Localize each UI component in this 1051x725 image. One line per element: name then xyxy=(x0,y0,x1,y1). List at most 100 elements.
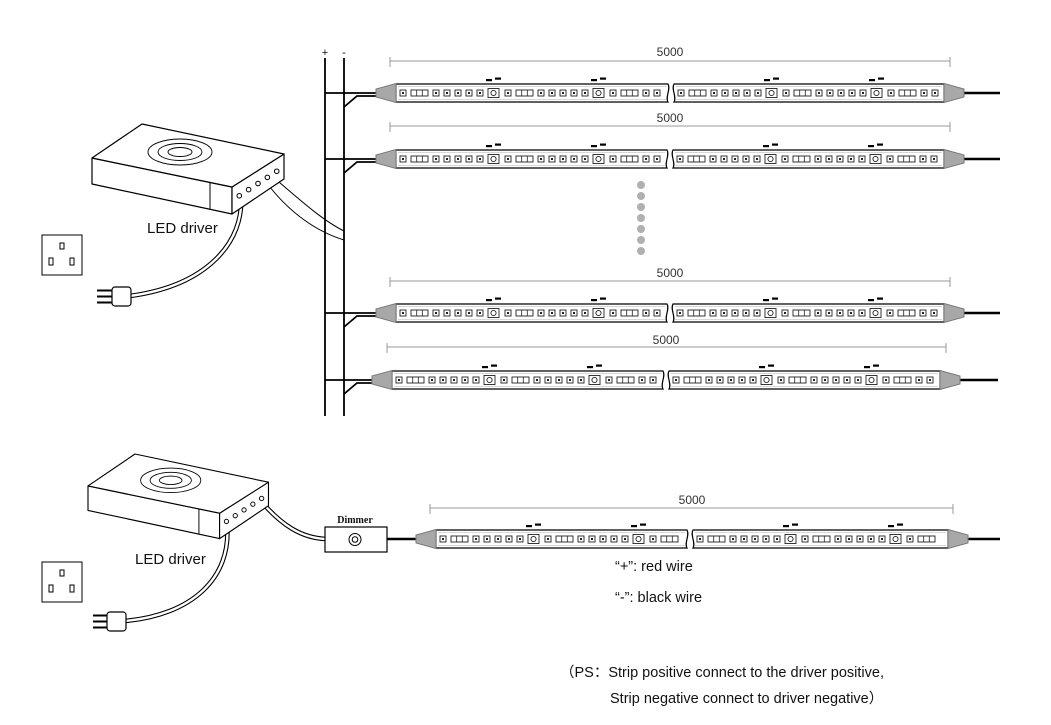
resistor-pad xyxy=(632,534,645,544)
resistor-bar xyxy=(495,297,501,300)
resistor-pad xyxy=(870,88,883,98)
resistor-mark xyxy=(872,309,879,317)
led-driver-label: LED driver xyxy=(135,551,206,568)
led-chip-die xyxy=(712,158,714,160)
socket-hole xyxy=(69,584,75,593)
strip-end-cap-right xyxy=(943,82,965,104)
resistor-bar xyxy=(600,297,606,300)
resistor-bar xyxy=(495,143,501,146)
dimmer-knob-center xyxy=(351,536,359,543)
led-chip-die xyxy=(679,158,681,160)
led-chip-die xyxy=(551,92,553,94)
power-plug xyxy=(93,611,127,632)
resistor-bar xyxy=(768,364,774,367)
led-chip-die xyxy=(507,158,509,160)
resistor-mark xyxy=(635,535,642,543)
resistor-mark xyxy=(767,309,774,317)
led-chip-die xyxy=(652,538,654,540)
resistor-pad xyxy=(487,154,500,164)
led-chip-die xyxy=(828,158,830,160)
driver-output-cable xyxy=(271,175,345,232)
strip-end-cap-right xyxy=(939,369,961,391)
led-chip-die xyxy=(612,92,614,94)
led-chip-die xyxy=(507,92,509,94)
led-chip-die xyxy=(745,312,747,314)
led-chip-die xyxy=(612,312,614,314)
resistor-bar xyxy=(596,364,602,367)
ic-chip xyxy=(897,155,916,163)
ic-chip xyxy=(898,89,917,97)
led-chip-die xyxy=(780,379,782,381)
driver-logo-ring xyxy=(157,143,203,161)
resistor-pad xyxy=(889,534,902,544)
ellipsis-dot xyxy=(637,192,645,200)
resistor-bar xyxy=(764,79,770,82)
strip-length-label: 5000 xyxy=(657,45,684,59)
led-chip-die xyxy=(446,92,448,94)
ic-chip xyxy=(410,309,429,317)
wall-socket xyxy=(41,561,83,603)
plug-body xyxy=(106,611,127,632)
led-chip-die xyxy=(446,312,448,314)
ic-chip xyxy=(406,376,425,384)
resistor-mark xyxy=(873,89,880,97)
ic-chip xyxy=(511,376,530,384)
resistor-mark xyxy=(490,155,497,163)
negative-branch-wire xyxy=(343,161,376,174)
led-chip-die xyxy=(442,379,444,381)
led-chip-die xyxy=(457,158,459,160)
legend-positive-wire: “+”: red wire xyxy=(615,559,693,575)
led-chip-die xyxy=(398,379,400,381)
led-chip-die xyxy=(918,379,920,381)
resistor-mark xyxy=(768,89,775,97)
led-chip-die xyxy=(757,92,759,94)
led-chip-die xyxy=(765,538,767,540)
led-chip-die xyxy=(708,379,710,381)
led-chip-die xyxy=(519,538,521,540)
ic-chip xyxy=(515,155,534,163)
led-chip-die xyxy=(839,312,841,314)
dimmer-knob xyxy=(348,533,362,546)
led-chip-die xyxy=(723,312,725,314)
resistor-mark xyxy=(892,535,899,543)
led-chip-die xyxy=(591,538,593,540)
wiring-note-line-1: （PS：Strip positive connect to the driver… xyxy=(560,664,884,681)
wall-socket xyxy=(41,234,83,276)
led-chip-die xyxy=(645,158,647,160)
led-chip-die xyxy=(851,92,853,94)
led-chip-die xyxy=(468,158,470,160)
resistor-bar xyxy=(763,145,769,148)
led-chip-die xyxy=(645,312,647,314)
ic-chip xyxy=(687,309,706,317)
led-chip-die xyxy=(741,379,743,381)
resistor-mark xyxy=(530,535,537,543)
ic-chip xyxy=(450,535,469,543)
ic-chip xyxy=(683,376,702,384)
led-chip-die xyxy=(656,312,658,314)
led-chip-die xyxy=(613,538,615,540)
driver-terminal xyxy=(250,501,256,507)
led-chip-die xyxy=(497,538,499,540)
ic-chip xyxy=(620,309,639,317)
ic-chip xyxy=(620,155,639,163)
resistor-bar xyxy=(763,299,769,302)
resistor-bar xyxy=(897,523,903,526)
driver-logo-ring xyxy=(149,471,192,489)
led-chip-die xyxy=(870,538,872,540)
led-chip-die xyxy=(551,158,553,160)
led-chip-die xyxy=(829,92,831,94)
ellipsis-dot xyxy=(637,203,645,211)
driver-terminal xyxy=(223,518,230,525)
led-chip-die xyxy=(922,158,924,160)
strip-length-label: 5000 xyxy=(657,111,684,125)
led-chip-die xyxy=(712,312,714,314)
led-chip-die xyxy=(730,379,732,381)
led-chip-die xyxy=(479,312,481,314)
resistor-bar xyxy=(877,297,883,300)
resistor-bar xyxy=(631,525,637,528)
led-chip-die xyxy=(723,158,725,160)
resistor-bar xyxy=(486,145,492,148)
driver-logo-ring xyxy=(140,467,202,493)
led-chip-die xyxy=(756,158,758,160)
led-chip-die xyxy=(479,158,481,160)
